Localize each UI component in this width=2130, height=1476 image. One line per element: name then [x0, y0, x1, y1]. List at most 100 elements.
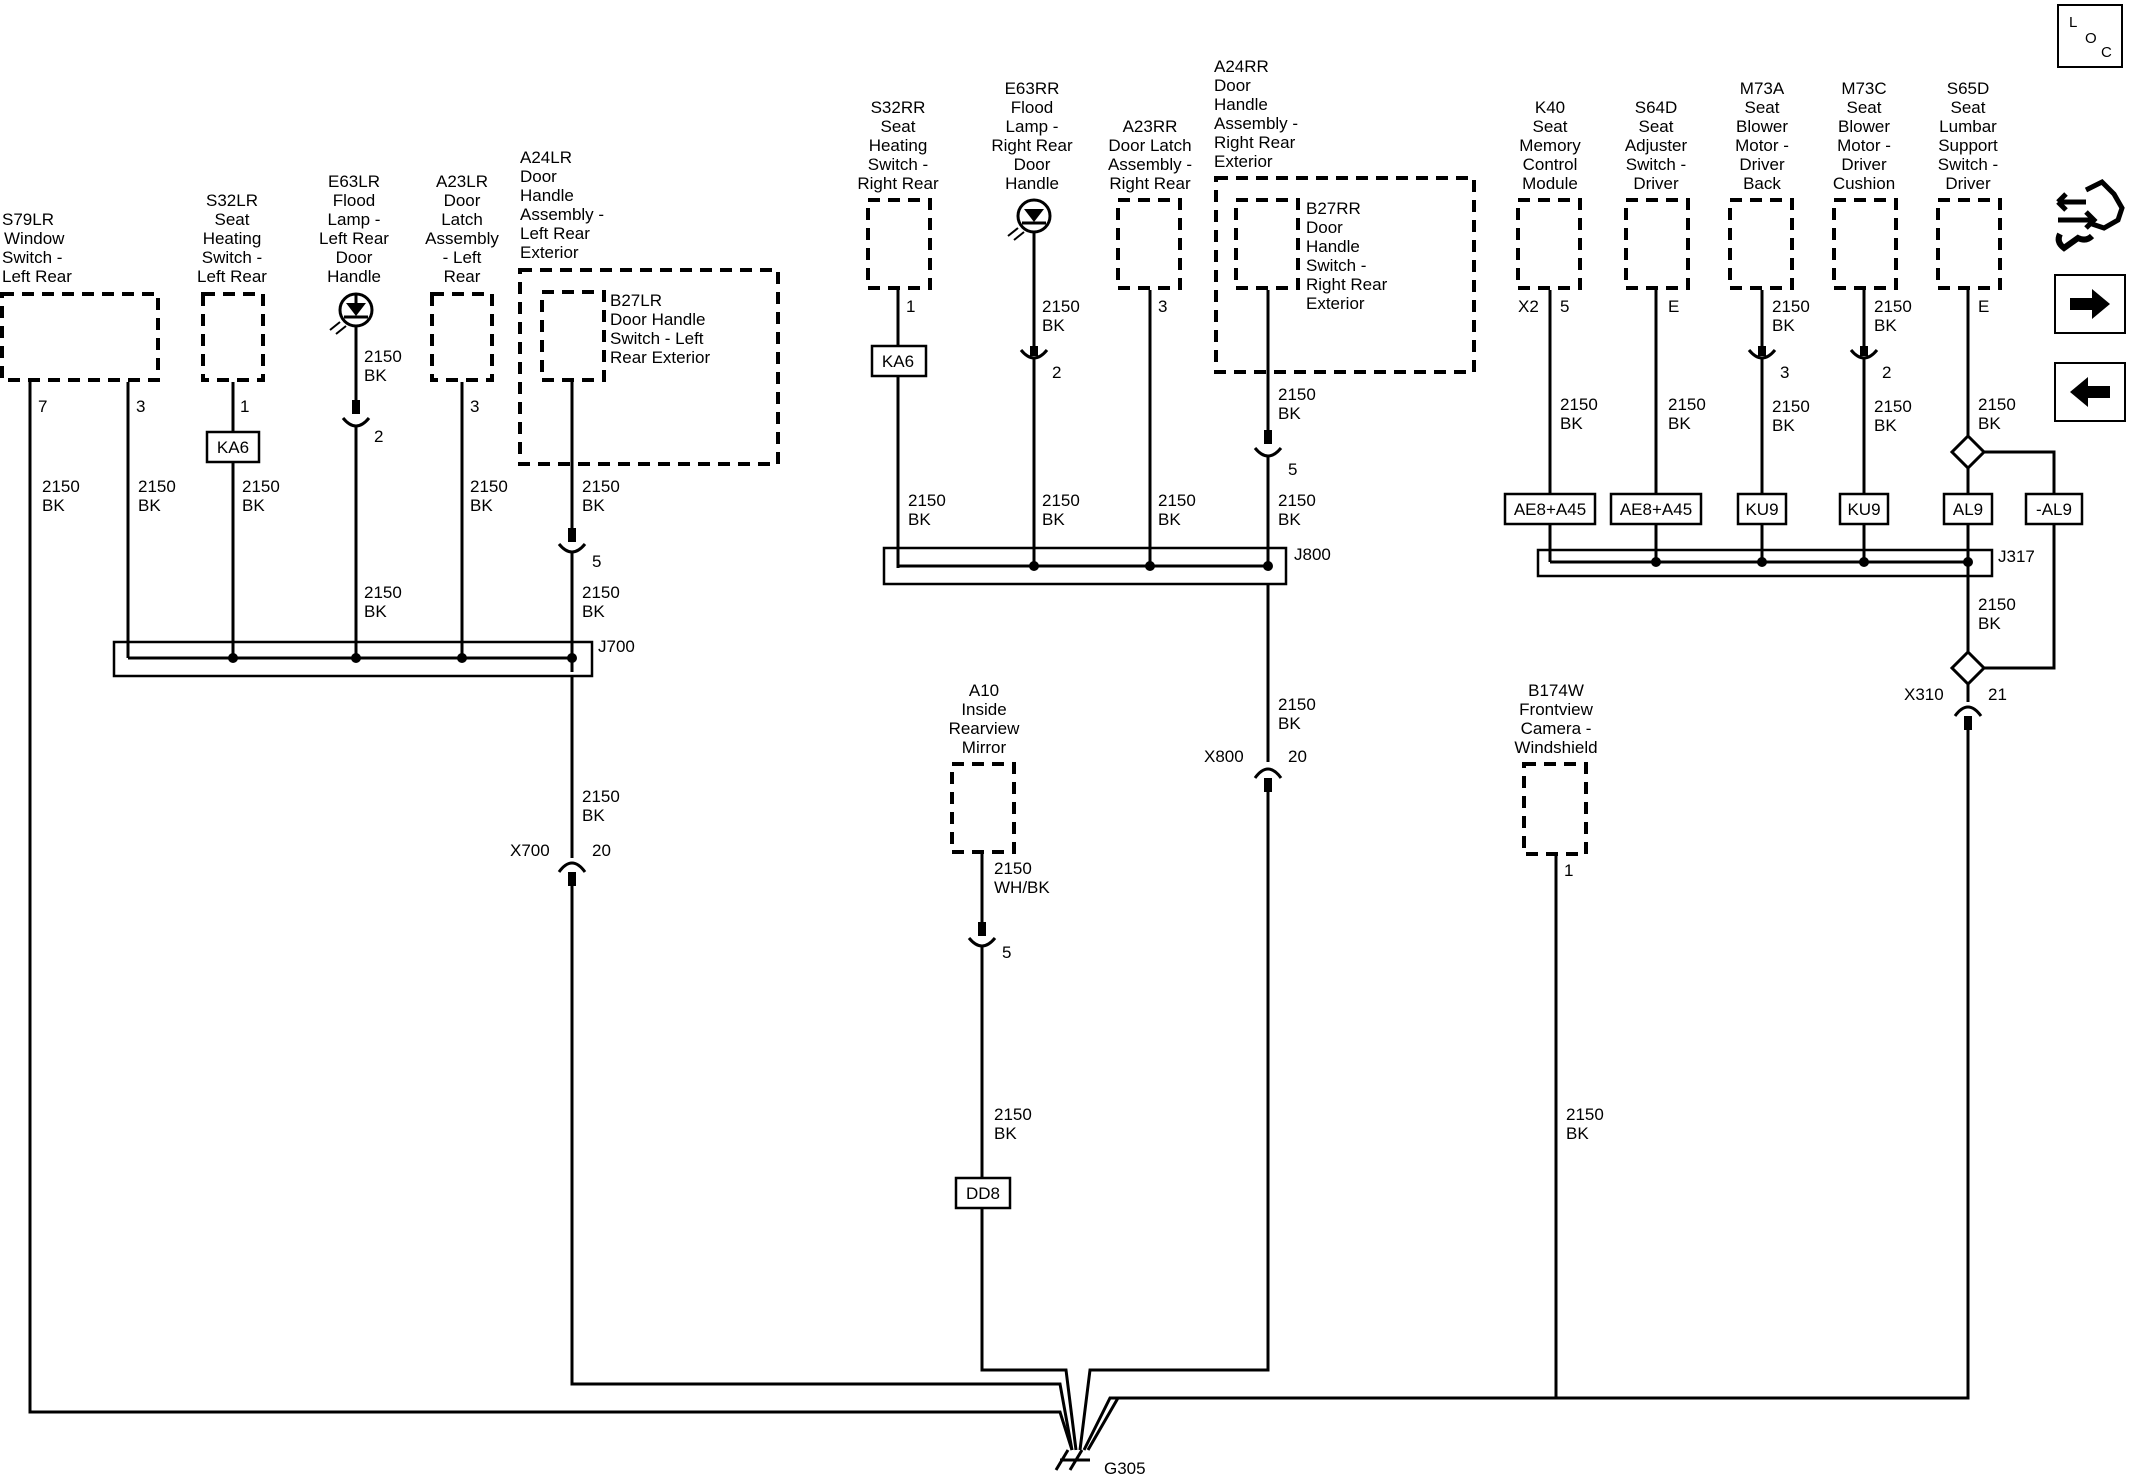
option-ae8a45-k40: AE8+A45 — [1514, 500, 1586, 519]
wire-s32lr-1: 1 KA6 2150 BK — [205, 382, 280, 658]
arrow-right-icon — [2070, 289, 2110, 319]
svg-text:Inside: Inside — [961, 700, 1006, 719]
svg-text:E: E — [1668, 297, 1679, 316]
lamp-icon — [329, 292, 374, 335]
svg-text:J700: J700 — [598, 637, 635, 656]
svg-text:BK: BK — [1772, 416, 1795, 435]
svg-text:Heating: Heating — [869, 136, 928, 155]
svg-text:BK: BK — [1874, 416, 1897, 435]
svg-text:Driver: Driver — [1945, 174, 1991, 193]
svg-text:Assembly -: Assembly - — [520, 205, 604, 224]
svg-text:Cushion: Cushion — [1833, 174, 1895, 193]
svg-text:2150: 2150 — [582, 583, 620, 602]
svg-text:BK: BK — [1042, 510, 1065, 529]
svg-text:M73A: M73A — [1740, 79, 1785, 98]
component-s32lr: S32LR Seat Heating Switch - Left Rear — [197, 191, 267, 382]
svg-text:S32RR: S32RR — [871, 98, 926, 117]
svg-text:BK: BK — [1158, 510, 1181, 529]
wire-a23lr-3: 3 2150 BK — [460, 382, 508, 658]
svg-text:3: 3 — [1158, 297, 1167, 316]
svg-text:Seat: Seat — [1533, 117, 1568, 136]
svg-text:2150: 2150 — [582, 477, 620, 496]
svg-text:2150: 2150 — [1668, 395, 1706, 414]
tools-button[interactable] — [2052, 176, 2128, 256]
svg-text:2150: 2150 — [994, 859, 1032, 878]
svg-text:X2: X2 — [1518, 297, 1539, 316]
component-a23rr: A23RR Door Latch Assembly - Right Rear — [1108, 117, 1192, 290]
component-m73c: M73C Seat Blower Motor - Driver Cushion — [1832, 79, 1898, 290]
svg-text:K40: K40 — [1535, 98, 1565, 117]
svg-text:Lamp -: Lamp - — [1006, 117, 1059, 136]
connector-x310: X310 — [1904, 685, 1944, 704]
svg-text:Right Rear: Right Rear — [1109, 174, 1191, 193]
svg-text:S79LR: S79LR — [2, 210, 54, 229]
component-b27rr: B27RR Door Handle Switch - Right Rear Ex… — [1234, 198, 1388, 313]
svg-text:Support: Support — [1938, 136, 1998, 155]
wire-s64d-e: E 2150 BK AE8+A45 — [1609, 290, 1706, 562]
component-a23lr: A23LR Door Latch Assembly - Left Rear — [425, 172, 499, 382]
previous-page-button[interactable] — [2054, 362, 2126, 422]
svg-text:Handle: Handle — [520, 186, 574, 205]
svg-text:Right Rear: Right Rear — [991, 136, 1073, 155]
svg-text:Driver: Driver — [1633, 174, 1679, 193]
option-ku9-m73c: KU9 — [1847, 500, 1880, 519]
location-button[interactable]: L O C — [2057, 4, 2123, 68]
svg-text:2150: 2150 — [1158, 491, 1196, 510]
svg-text:2150: 2150 — [1978, 595, 2016, 614]
svg-text:21: 21 — [1988, 685, 2007, 704]
svg-text:Left Rear: Left Rear — [197, 267, 267, 286]
svg-text:Flood: Flood — [1011, 98, 1054, 117]
svg-text:BK: BK — [1042, 316, 1065, 335]
svg-text:Handle: Handle — [1214, 95, 1268, 114]
svg-text:5: 5 — [592, 552, 601, 571]
svg-text:Assembly -: Assembly - — [1108, 155, 1192, 174]
svg-text:Door: Door — [1214, 76, 1251, 95]
component-s79lr: S79LR Window Switch - Left Rear — [0, 210, 160, 382]
svg-text:2150: 2150 — [1278, 385, 1316, 404]
svg-text:2150: 2150 — [1978, 395, 2016, 414]
svg-text:BK: BK — [994, 1124, 1017, 1143]
svg-text:2: 2 — [374, 427, 383, 446]
svg-text:BK: BK — [42, 496, 65, 515]
wire-k40-x2-5: X2 5 2150 BK AE8+A45 — [1503, 290, 1598, 562]
svg-text:Window: Window — [4, 229, 65, 248]
svg-text:Rearview: Rearview — [949, 719, 1021, 738]
svg-text:Motor -: Motor - — [1735, 136, 1789, 155]
svg-text:Switch -: Switch - — [1306, 256, 1366, 275]
wire-j700-x700: 2150 BK X700 20 — [510, 676, 1074, 1451]
component-e63rr: E63RR Flood Lamp - Right Rear Door Handl… — [991, 79, 1073, 241]
svg-text:B27RR: B27RR — [1306, 199, 1361, 218]
next-page-button[interactable] — [2054, 274, 2126, 334]
svg-text:BK: BK — [1278, 404, 1301, 423]
svg-text:A23RR: A23RR — [1123, 117, 1178, 136]
component-s32rr: S32RR Seat Heating Switch - Right Rear — [857, 98, 939, 290]
svg-text:BK: BK — [1560, 414, 1583, 433]
svg-text:S32LR: S32LR — [206, 191, 258, 210]
svg-text:BK: BK — [582, 602, 605, 621]
svg-text:Door Handle: Door Handle — [610, 310, 705, 329]
svg-text:Left Rear: Left Rear — [319, 229, 389, 248]
svg-text:Mirror: Mirror — [962, 738, 1007, 757]
svg-text:Memory: Memory — [1519, 136, 1581, 155]
svg-text:B27LR: B27LR — [610, 291, 662, 310]
svg-text:Right Rear: Right Rear — [857, 174, 939, 193]
svg-text:Handle: Handle — [327, 267, 381, 286]
svg-text:WH/BK: WH/BK — [994, 878, 1050, 897]
option-al9: AL9 — [1953, 500, 1983, 519]
gear-wrench-icon — [2055, 178, 2125, 252]
svg-text:Switch -: Switch - — [1626, 155, 1686, 174]
svg-text:Windshield: Windshield — [1514, 738, 1597, 757]
svg-text:1: 1 — [1564, 861, 1573, 880]
svg-text:Handle: Handle — [1005, 174, 1059, 193]
svg-text:BK: BK — [364, 366, 387, 385]
svg-text:5: 5 — [1560, 297, 1569, 316]
wire-b27rr-5: 2150 BK 5 2150 BK — [1253, 290, 1316, 568]
svg-text:BK: BK — [582, 496, 605, 515]
wire-s79lr-3: 3 2150 BK — [126, 382, 176, 658]
wire-m73c-2: 2150 BK 2 2150 BK KU9 — [1838, 290, 1912, 562]
ground-g305: G305 — [1054, 1449, 1146, 1476]
arrow-left-icon — [2070, 377, 2110, 407]
svg-text:Right Rear: Right Rear — [1214, 133, 1296, 152]
svg-text:BK: BK — [470, 496, 493, 515]
svg-text:S64D: S64D — [1635, 98, 1678, 117]
